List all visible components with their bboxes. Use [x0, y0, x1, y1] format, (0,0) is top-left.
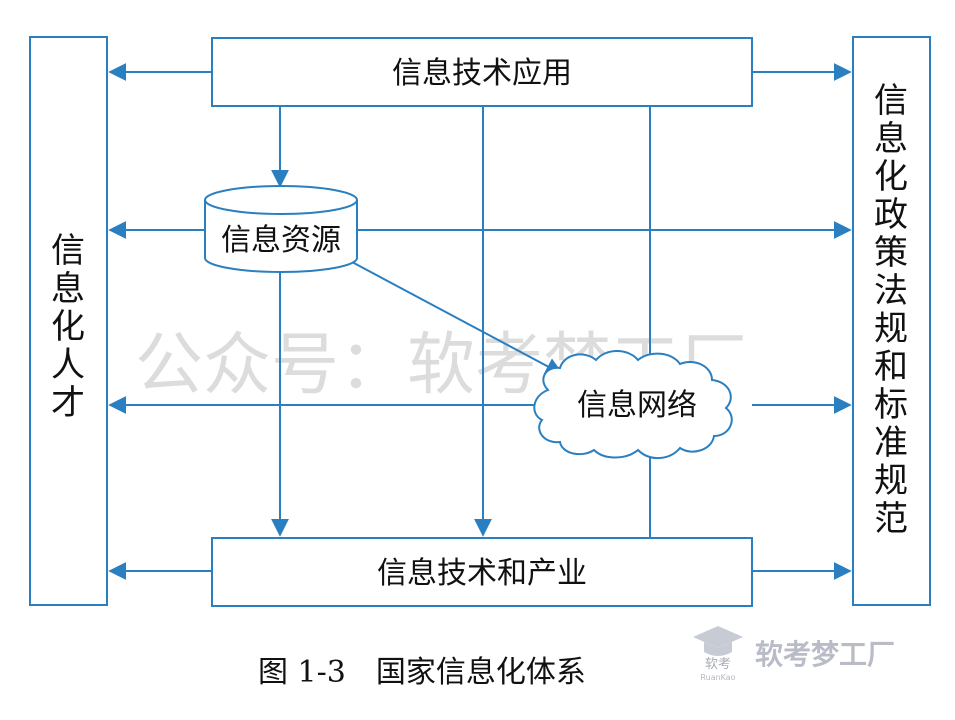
talent-char: 才 — [51, 383, 85, 423]
network-cloud — [533, 350, 733, 459]
policy-char: 准 — [874, 423, 908, 463]
tech-industry-box — [211, 537, 753, 607]
policy-char: 法 — [874, 271, 908, 311]
policy-box — [852, 36, 931, 606]
tech-application-box — [211, 37, 753, 107]
talent-char: 息 — [51, 269, 85, 309]
policy-char: 息 — [874, 119, 908, 159]
resources-label: 信息资源 — [221, 223, 341, 258]
policy-char: 和 — [874, 347, 908, 387]
talent-box — [29, 36, 108, 606]
brand-logo: 软考 RuanKao 软考梦工厂 — [693, 626, 895, 682]
policy-char: 规 — [874, 309, 908, 349]
policy-char: 化 — [874, 157, 908, 197]
figure-caption: 图 1-3 国家信息化体系 — [258, 655, 586, 690]
graduation-cap-icon — [693, 626, 743, 648]
arrow-resources-to-network — [351, 261, 564, 375]
tech-industry-label: 信息技术和产业 — [377, 556, 587, 591]
tech-application-label: 信息技术应用 — [392, 56, 572, 91]
policy-char: 范 — [874, 499, 908, 539]
brand-logo-sub: RuanKao — [700, 673, 735, 682]
talent-char: 化 — [51, 307, 85, 347]
talent-char: 人 — [51, 345, 85, 385]
policy-char: 政 — [874, 195, 908, 235]
resources-cylinder — [204, 185, 358, 273]
brand-name: 软考梦工厂 — [755, 638, 895, 671]
brand-logo-text: 软考 — [705, 657, 731, 672]
network-label: 信息网络 — [577, 388, 697, 423]
policy-char: 信 — [874, 81, 908, 121]
policy-label: 信 息 化 政 策 法 规 和 标 准 规 范 — [874, 81, 908, 539]
policy-char: 标 — [874, 385, 908, 425]
policy-char: 策 — [874, 233, 908, 273]
talent-char: 信 — [51, 231, 85, 271]
policy-char: 规 — [874, 461, 908, 501]
talent-label: 信 息 化 人 才 — [51, 231, 85, 423]
